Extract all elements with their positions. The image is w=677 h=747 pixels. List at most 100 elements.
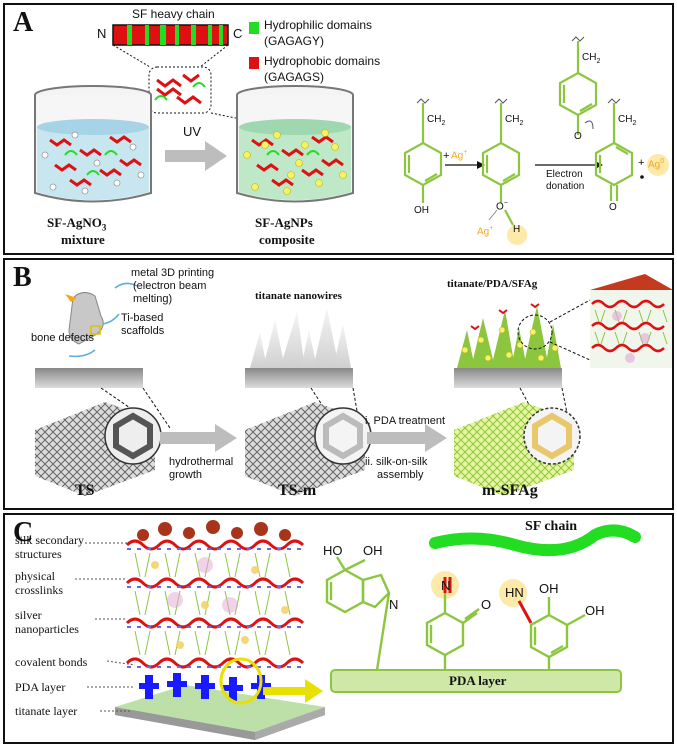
ch2-sub-4: 2 — [632, 120, 637, 127]
uv-label: UV — [183, 124, 202, 139]
electron-label-1: Electron — [546, 169, 583, 180]
o-minus-text: O — [496, 201, 504, 213]
ch2-label-3: CH2 — [582, 52, 600, 65]
bone-label: bone defects — [31, 332, 94, 344]
legend-hydrophobic-2: (GAGAGS) — [264, 70, 325, 84]
oh-label-1: OH — [414, 205, 429, 216]
arrow-pda — [367, 424, 447, 452]
ch2-text-3: CH — [582, 52, 597, 63]
arrow-hydrothermal — [160, 424, 237, 452]
beaker2-label-2: composite — [259, 232, 315, 247]
o-label-donor: O — [574, 131, 582, 142]
panel-c: C — [3, 513, 674, 744]
ch2-label-2: CH2 — [505, 114, 523, 127]
msfag-plate — [454, 368, 562, 388]
ch2-label-4: CH2 — [618, 114, 636, 127]
radical-dot — [640, 175, 644, 179]
bone-scaffold-illustration — [65, 282, 138, 358]
nanowire-spikes — [250, 308, 351, 368]
oh-label: OH — [363, 543, 383, 558]
ts-plate — [35, 368, 143, 388]
plus-2: + — [638, 157, 645, 169]
ch2-text-2: CH — [505, 114, 520, 125]
ag0-label: Ag0 — [648, 158, 664, 170]
c-terminus: C — [233, 26, 243, 41]
legend-hydrophobic-1: Hydrophobic domains — [264, 54, 381, 68]
ho-label: HO — [323, 543, 343, 558]
beaker-sf-agnps — [236, 85, 354, 203]
zoom-strands — [154, 73, 206, 105]
ti-label-1: Ti-based — [121, 312, 164, 324]
oh-label-3: OH — [585, 603, 605, 618]
ag-plus-1: Ag+ — [451, 149, 468, 162]
beaker1-name: SF-AgNO — [47, 215, 102, 230]
o-label-quinone: O — [609, 202, 617, 213]
o-minus-label: O− — [496, 200, 508, 213]
layered-inset — [590, 274, 672, 368]
quinone-molecule — [425, 593, 480, 670]
ag0-sup: 0 — [660, 158, 665, 165]
hydrophilic-swatch — [249, 22, 259, 34]
ag-plus-text-2: Ag — [477, 226, 490, 238]
zoom-box — [148, 66, 212, 114]
panel-a-graphics — [34, 22, 669, 245]
catechol-molecule — [529, 597, 586, 670]
beaker-sf-agno3 — [34, 85, 152, 203]
ag0-text: Ag — [648, 159, 661, 171]
sf-chain-title: SF heavy chain — [132, 7, 215, 21]
panel-c-graphics — [75, 520, 641, 740]
beaker1-label: SF-AgNO3 — [47, 215, 106, 233]
layer-label-6: nanoparticles — [15, 622, 79, 636]
legend-hydrophilic-2: (GAGAGY) — [264, 34, 325, 48]
ch2-text-4: CH — [618, 114, 633, 125]
ch2-sub-2: 2 — [519, 120, 524, 127]
composite-title: titanate/PDA/SFAg — [447, 278, 538, 290]
h-label: H — [513, 224, 521, 235]
ag-plus-2: Ag+ — [477, 225, 494, 238]
ts-label: TS — [75, 482, 95, 499]
layer-label-5: silver — [15, 608, 42, 622]
zoom-circle-b — [517, 314, 553, 350]
n-label-imine: N — [441, 578, 451, 593]
hydro-label-2: growth — [169, 469, 203, 481]
layered-film — [115, 520, 325, 740]
tsm-plate — [245, 368, 353, 388]
panel-b-label: B — [13, 262, 32, 293]
pda-label-3: assembly — [377, 469, 424, 481]
electron-label-2: donation — [546, 181, 585, 192]
pda-bar-label: PDA layer — [449, 673, 507, 688]
panel-b-graphics — [35, 274, 672, 496]
beaker1-label-2: mixture — [61, 232, 105, 247]
ch2-label-1: CH2 — [427, 114, 445, 127]
layer-label-2: structures — [15, 547, 62, 561]
layer-label-9: titanate layer — [15, 704, 78, 718]
plus-1: + — [443, 150, 450, 162]
printing-label-3: melting) — [133, 293, 173, 305]
oh-label-2: OH — [539, 581, 559, 596]
panel-c-label: C — [13, 517, 34, 548]
pda-label-2: ii. silk-on-silk — [365, 456, 428, 468]
layer-label-1: silk secondary — [15, 533, 84, 547]
ch2-sub-1: 2 — [441, 120, 446, 127]
ti-label-2: scaffolds — [121, 325, 165, 337]
printing-label-1: metal 3D printing — [131, 267, 215, 279]
o-label: O — [481, 597, 492, 612]
hn-label: HN — [505, 585, 524, 600]
legend-hydrophilic-1: Hydrophilic domains — [264, 18, 373, 32]
coated-spikes — [457, 303, 561, 368]
n-terminus: N — [97, 26, 107, 41]
beaker2-label: SF-AgNPs — [255, 215, 313, 230]
sf-chain-bar — [112, 24, 229, 46]
sf-chain-label: SF chain — [525, 519, 577, 534]
hydrophobic-swatch — [249, 57, 259, 69]
sf-chain-band — [429, 524, 641, 557]
indole-molecule — [325, 556, 391, 671]
panel-a: A — [3, 3, 674, 255]
ag-plus-text-1: Ag — [451, 150, 464, 162]
beaker1-sub: 3 — [101, 222, 107, 233]
layer-label-7: covalent bonds — [15, 655, 88, 669]
uv-arrow — [165, 141, 227, 171]
printing-label-2: (electron beam — [133, 280, 207, 292]
ch2-text-1: CH — [427, 114, 442, 125]
panel-b: B — [3, 258, 674, 510]
